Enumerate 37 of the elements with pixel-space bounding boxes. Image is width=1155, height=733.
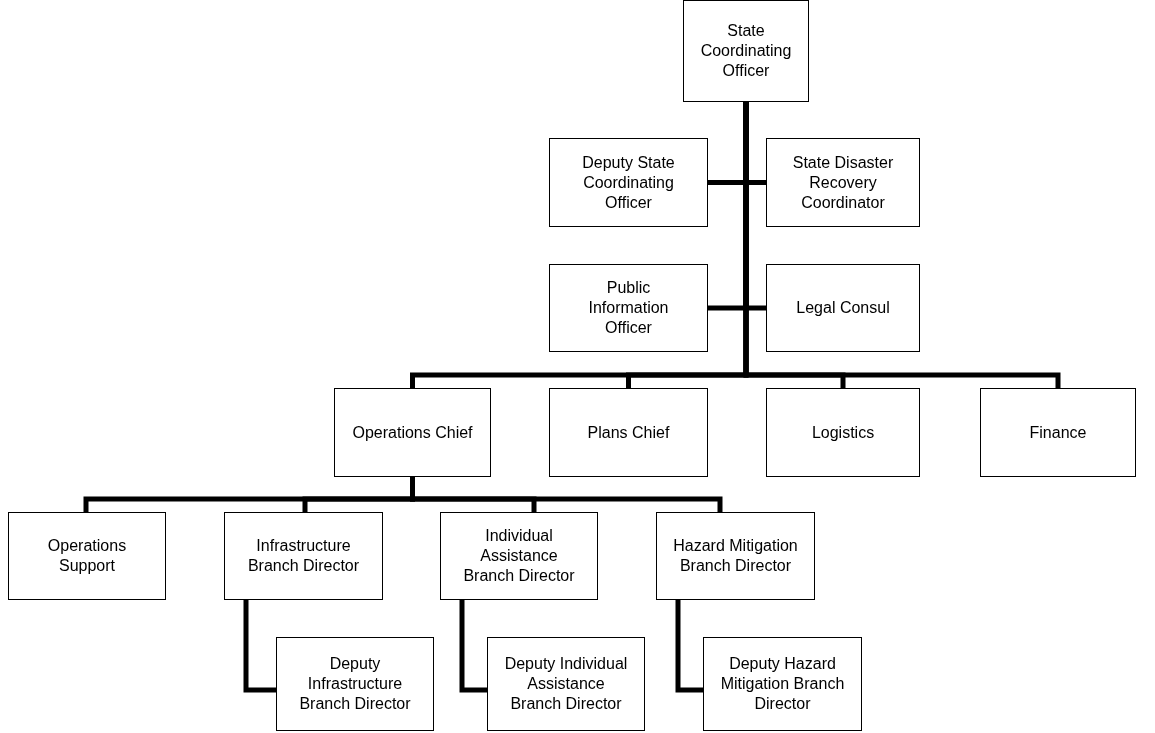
connector-line xyxy=(459,600,487,693)
position-title: Infrastructure Branch Director xyxy=(246,536,361,576)
position-box xyxy=(334,388,491,477)
position-title: Operations Chief xyxy=(352,422,473,443)
position-box xyxy=(549,388,708,477)
position-title: Finance xyxy=(1029,422,1087,443)
position-title: State Disaster Recovery Coordinator xyxy=(791,152,895,213)
position-box xyxy=(980,388,1136,477)
position-box xyxy=(549,138,708,227)
connector-line xyxy=(743,102,1061,388)
position-title: Plans Chief xyxy=(587,422,670,443)
position-box xyxy=(766,264,920,352)
position-box xyxy=(487,637,645,731)
position-title: Deputy Hazard Mitigation Branch Director xyxy=(720,654,845,714)
position-box xyxy=(703,637,862,731)
position-title: Deputy State Coordinating Officer xyxy=(581,152,676,213)
position-title: Logistics xyxy=(811,422,875,443)
position-title: Operations Support xyxy=(46,536,128,576)
position-box xyxy=(224,512,383,600)
position-box xyxy=(440,512,598,600)
connector-line xyxy=(410,477,723,512)
position-title: State Coordinating Officer xyxy=(700,21,792,81)
position-box xyxy=(549,264,708,352)
connector-line xyxy=(675,600,703,693)
position-title: Hazard Mitigation Branch Director xyxy=(673,536,798,576)
position-title: Deputy Infrastructure Branch Director xyxy=(298,654,412,714)
position-title: Legal Consul xyxy=(796,298,890,318)
position-box xyxy=(276,637,434,731)
position-box xyxy=(683,0,809,102)
position-title: Public Information Officer xyxy=(587,278,670,338)
position-title: Individual Assistance Branch Director xyxy=(462,526,576,586)
position-box xyxy=(8,512,166,600)
position-box xyxy=(766,138,920,227)
position-box xyxy=(656,512,815,600)
position-box xyxy=(766,388,920,477)
position-title: Deputy Individual Assistance Branch Director xyxy=(504,654,628,714)
connector-line xyxy=(243,600,276,693)
